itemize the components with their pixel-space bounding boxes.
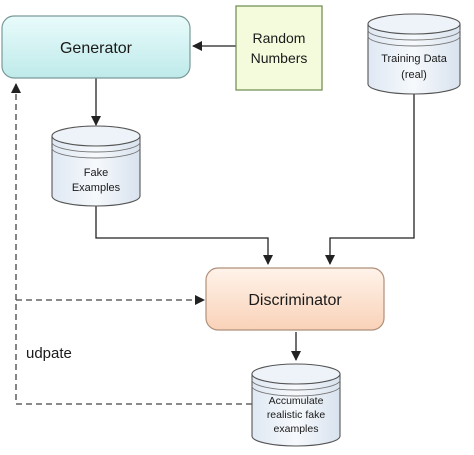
accumulate-line2: realistic fake xyxy=(267,409,326,421)
generator-node: Generator xyxy=(1,15,191,79)
random-numbers-line2: Numbers xyxy=(251,50,308,66)
accumulate-line1: Accumulate xyxy=(269,395,324,407)
random-numbers-line1: Random xyxy=(253,30,306,46)
update-label: udpate xyxy=(26,345,72,362)
accumulate-cylinder: Accumulate realistic fake examples xyxy=(251,363,341,447)
arrow-fake-to-discriminator xyxy=(95,204,273,265)
training-data-line2: (real) xyxy=(401,69,427,81)
accumulate-line3: examples xyxy=(274,423,319,435)
arrow-training-to-discriminator xyxy=(325,94,415,265)
training-data-line1: Training Data xyxy=(381,53,448,65)
fake-examples-line1: Fake xyxy=(84,167,108,179)
feedback-update-line xyxy=(11,83,252,405)
fake-examples-cylinder: Fake Examples xyxy=(51,125,141,207)
training-data-cylinder: Training Data (real) xyxy=(367,13,461,95)
discriminator-label: Discriminator xyxy=(248,292,342,309)
fake-examples-line2: Examples xyxy=(72,182,121,194)
discriminator-node: Discriminator xyxy=(205,267,385,331)
random-numbers-node: Random Numbers xyxy=(235,5,323,91)
generator-label: Generator xyxy=(60,40,133,57)
